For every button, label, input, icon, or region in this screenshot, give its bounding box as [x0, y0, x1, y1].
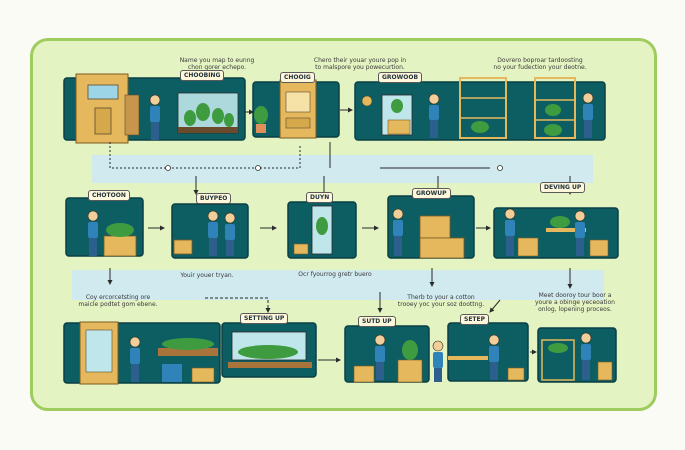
step-label-r3-c: SETEP — [460, 314, 490, 325]
step-label-r1-a: CHOOBING — [180, 70, 225, 81]
person — [582, 92, 594, 138]
step-label-r3-b: SUTD UP — [358, 316, 396, 327]
panel-r2-2 — [171, 203, 249, 259]
panel-r1-right — [354, 77, 606, 141]
step-label-r2-a: CHOTOON — [88, 190, 130, 201]
panel-r2-3 — [287, 201, 357, 259]
step-label-r1-b: CHOOIG — [280, 72, 315, 83]
step-label-r2-d: GROWUP — [412, 188, 451, 199]
step-label-r3-a: SETTING UP — [240, 313, 289, 324]
connector-dots — [165, 165, 503, 171]
note-mid-1: Youir youer tryan. — [180, 272, 234, 279]
person — [488, 334, 500, 380]
note-left: Coy ercorcetsting ore maicle podtet gom … — [78, 294, 158, 308]
panel-r3-2 — [221, 322, 317, 378]
panel-r1-middle — [252, 79, 340, 139]
note-top-2: Chero their youar youre pop in to malspo… — [313, 57, 407, 71]
step-label-r2-c: DUYN — [306, 192, 334, 203]
person — [432, 340, 444, 382]
plants — [184, 103, 234, 127]
person — [504, 208, 516, 256]
panel-r1-left — [63, 73, 246, 144]
panel-r3-5 — [537, 327, 617, 383]
panel-r2-4 — [387, 195, 475, 259]
person — [428, 93, 440, 138]
person — [87, 210, 99, 256]
note-top-3: Dovrero boproar tardoosting no your fude… — [493, 57, 587, 71]
panel-r2-1 — [65, 197, 144, 257]
connector-band-top — [92, 155, 593, 183]
panel-r2-5 — [493, 207, 619, 259]
step-label-r2-e: DEVING UP — [540, 182, 586, 193]
person — [374, 334, 386, 380]
person — [129, 336, 141, 382]
step-label-r1-c: GROWOOB — [378, 72, 423, 83]
potted-plant-icon — [254, 106, 268, 133]
panel-r3-3 — [344, 325, 430, 383]
panel-r3-1 — [63, 321, 221, 385]
note-right-1: Therb to your a cotton trooey yoc your s… — [397, 294, 485, 308]
person — [580, 332, 592, 380]
person — [149, 94, 161, 140]
person — [224, 212, 236, 256]
step-label-r2-b: BUYPEO — [196, 193, 232, 204]
person — [574, 210, 586, 256]
panel-r3-4 — [432, 322, 529, 382]
note-mid-2: Ocr fyourrog gretr buero — [298, 271, 372, 278]
connector-band-bottom — [72, 270, 604, 300]
note-right-2: Meet dooroy tour boor a youre a obinge y… — [535, 292, 615, 313]
person — [392, 208, 404, 256]
note-top-1: Name you map to eunng chon gorer echepo. — [179, 57, 255, 71]
person — [207, 210, 219, 256]
